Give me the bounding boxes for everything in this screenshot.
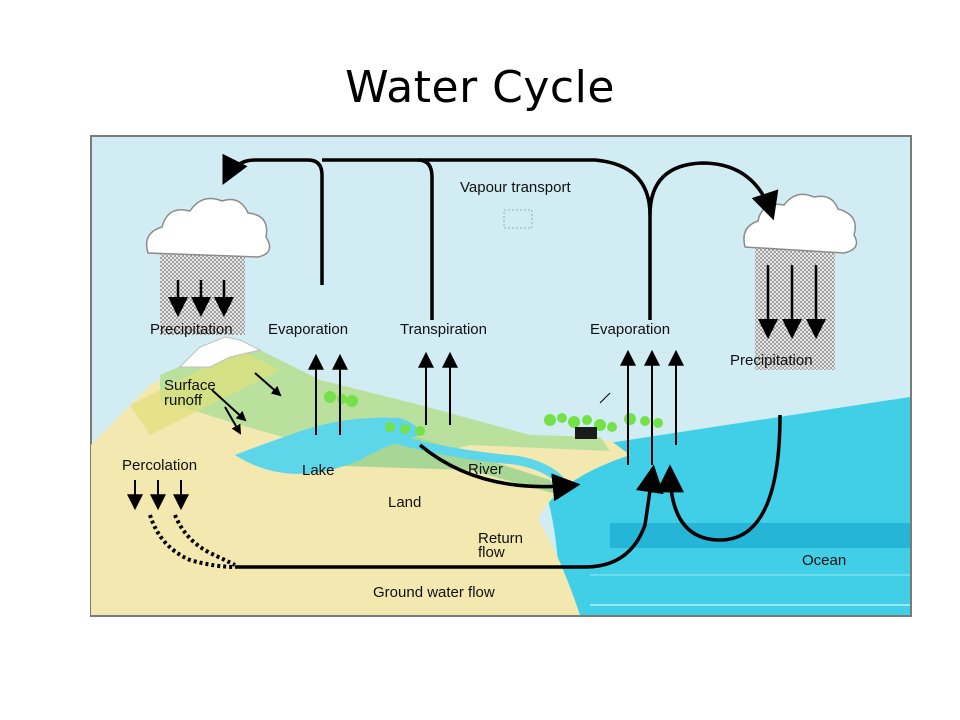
label-surface-runoff-line1: Surface bbox=[164, 377, 216, 394]
precipitation-arrows bbox=[168, 265, 826, 339]
label-ocean: Ocean bbox=[802, 552, 846, 569]
label-ground-water-flow: Ground water flow bbox=[373, 584, 495, 601]
slide-title: Water Cycle bbox=[345, 62, 615, 113]
label-transpiration: Transpiration bbox=[400, 321, 487, 338]
water-cycle-diagram: Vapour transport Precipitation Evaporati… bbox=[90, 135, 912, 617]
river-flow-arrow bbox=[418, 443, 581, 502]
label-surface-runoff-line2: runoff bbox=[164, 392, 203, 409]
label-percolation: Percolation bbox=[122, 457, 197, 474]
surface-runoff-arrows bbox=[211, 372, 282, 435]
ground-water-flow-arrow bbox=[148, 514, 236, 569]
label-return-flow-line2: flow bbox=[478, 544, 505, 561]
lake bbox=[235, 417, 420, 474]
label-lake: Lake bbox=[302, 462, 335, 479]
mountain-peak bbox=[178, 336, 262, 368]
percolation-arrows bbox=[127, 480, 189, 511]
label-return-flow-line1: Return bbox=[478, 530, 523, 547]
vapour-transport-arrows bbox=[222, 153, 779, 320]
ocean-return-arrow bbox=[656, 414, 782, 542]
river bbox=[378, 430, 564, 484]
house bbox=[575, 427, 597, 439]
cloud-left bbox=[145, 197, 271, 335]
label-precipitation-right: Precipitation bbox=[730, 352, 813, 369]
label-vapour-transport: Vapour transport bbox=[460, 179, 571, 196]
label-river: River bbox=[468, 461, 503, 478]
label-precipitation-left: Precipitation bbox=[150, 321, 233, 338]
label-land: Land bbox=[388, 494, 421, 511]
evaporation-arrows bbox=[308, 349, 684, 465]
label-evaporation-lake: Evaporation bbox=[268, 321, 348, 338]
label-evaporation-ocean: Evaporation bbox=[590, 321, 670, 338]
